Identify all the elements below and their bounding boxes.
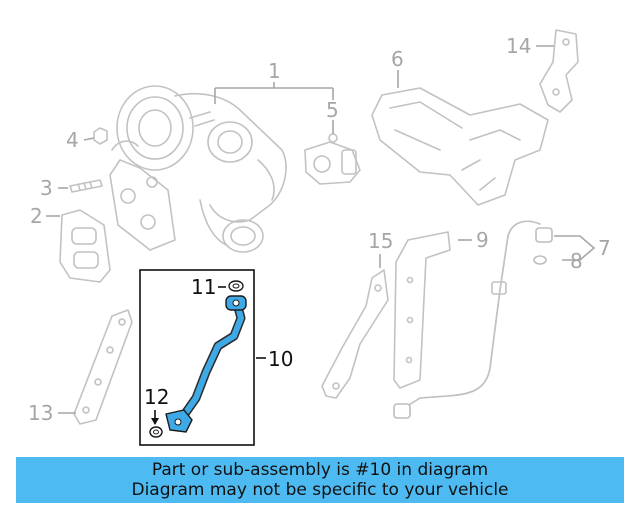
callout-2: 2 (30, 204, 43, 228)
info-banner: Part or sub-assembly is #10 in diagram D… (16, 457, 624, 503)
highlight-box (139, 269, 255, 446)
banner-line-disclaimer: Diagram may not be specific to your vehi… (131, 480, 509, 500)
callout-5: 5 (326, 98, 339, 122)
callout-6: 6 (391, 47, 404, 71)
actuator-drawing (304, 133, 361, 185)
bracket-14-drawing (539, 29, 579, 113)
heat-shield-drawing (371, 87, 549, 206)
turbocharger-drawing (109, 85, 287, 253)
washer-12-drawing (149, 426, 163, 438)
callout-1: 1 (268, 59, 281, 83)
gasket-drawing (59, 209, 111, 283)
callout-4: 4 (66, 128, 79, 152)
banner-line-part: Part or sub-assembly is #10 in diagram (151, 460, 489, 480)
callout-15: 15 (368, 229, 393, 253)
parts-diagram: 1 2 3 4 5 6 7 8 9 10 11 12 13 14 15 (28, 29, 611, 446)
callout-11: 11 (191, 275, 216, 299)
callout-14: 14 (506, 34, 531, 58)
callout-9: 9 (476, 228, 489, 252)
return-pipe-drawing (393, 220, 553, 419)
stud-drawing (69, 179, 103, 193)
callout-7: 7 (598, 236, 611, 260)
oil-feed-pipe-drawing[interactable] (165, 295, 247, 433)
callout-3: 3 (40, 176, 53, 200)
plate-9-drawing (393, 231, 451, 389)
nut-drawing (93, 127, 108, 145)
bracket-15-drawing (321, 269, 389, 399)
bracket-13-drawing (73, 309, 133, 425)
callout-labels: 1 2 3 4 5 6 7 8 9 10 11 12 13 14 15 (28, 34, 611, 425)
callout-12: 12 (144, 385, 169, 409)
washer-11-drawing (228, 280, 244, 292)
callout-8: 8 (570, 249, 583, 273)
leader-lines (46, 45, 596, 425)
callout-13: 13 (28, 401, 53, 425)
callout-10: 10 (268, 347, 293, 371)
